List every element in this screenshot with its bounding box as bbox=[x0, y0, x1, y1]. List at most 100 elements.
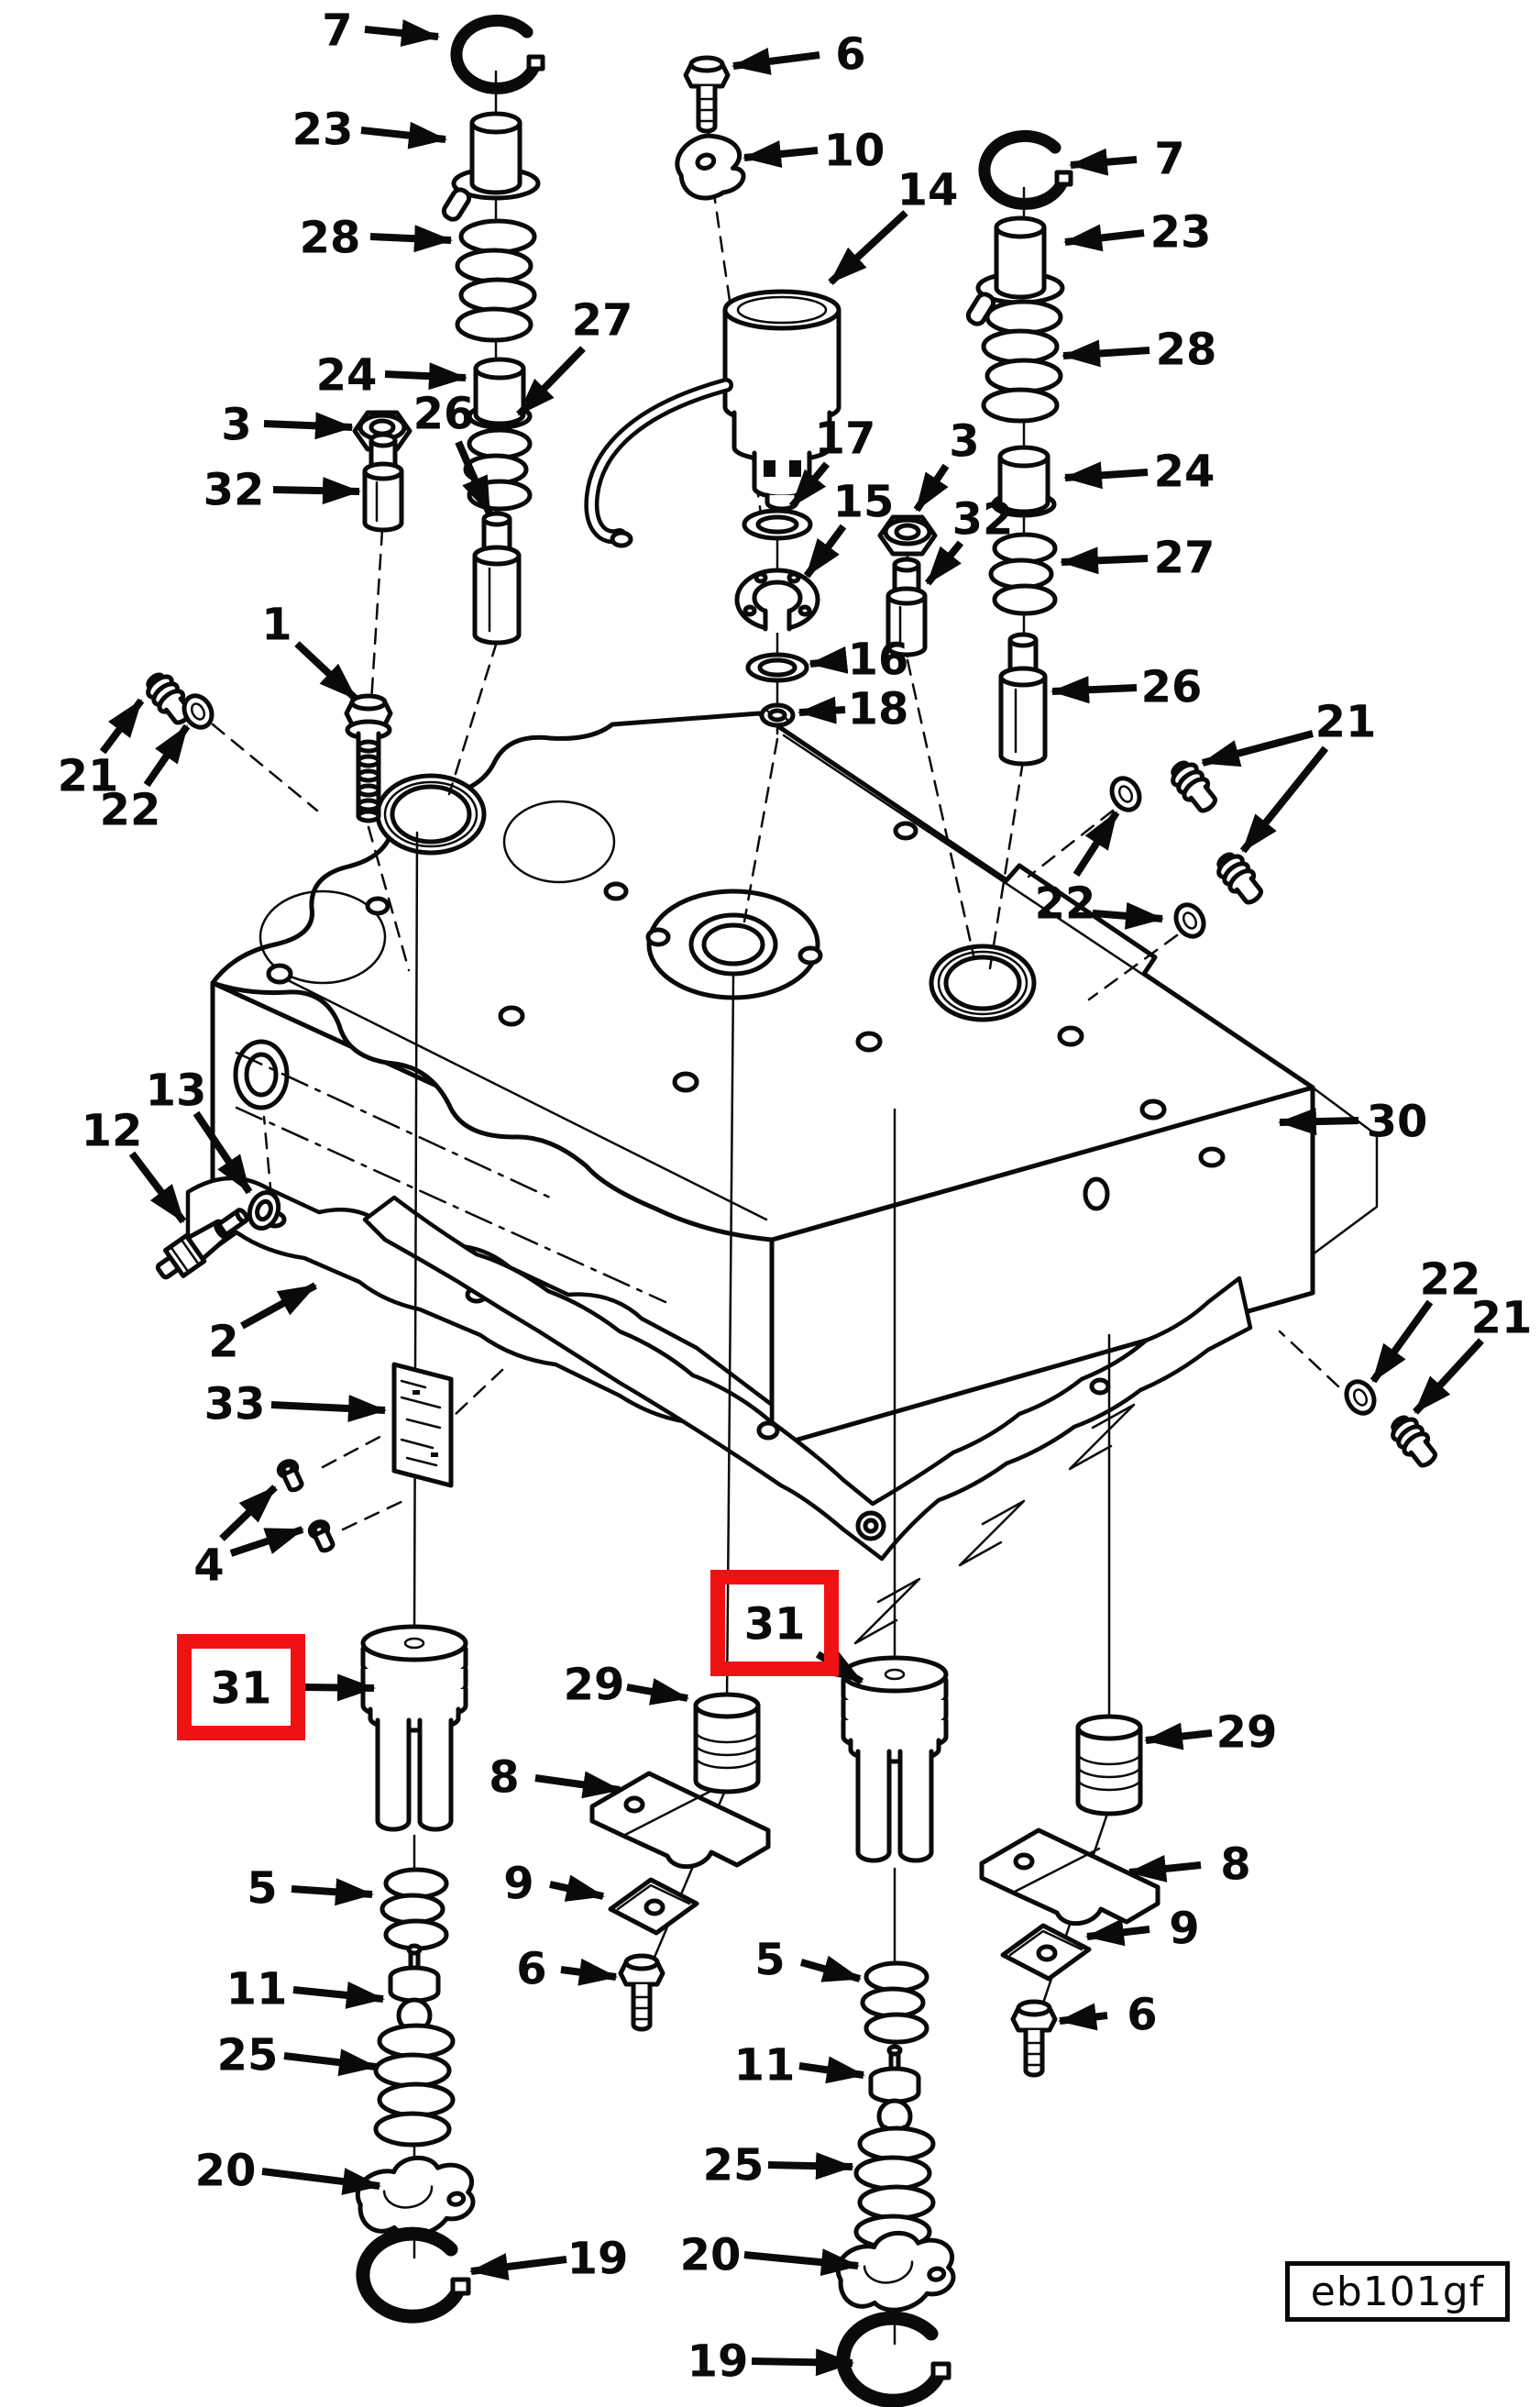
svg-text:13: 13 bbox=[146, 1065, 207, 1116]
callout-26: 26 bbox=[413, 388, 493, 515]
callout-31-highlighted: 31 bbox=[710, 1570, 864, 1685]
svg-text:16: 16 bbox=[848, 634, 909, 685]
svg-text:27: 27 bbox=[572, 294, 633, 346]
svg-text:20: 20 bbox=[195, 2145, 257, 2196]
part-14-fuel-line bbox=[584, 378, 733, 548]
callout-20: 20 bbox=[680, 2229, 860, 2280]
svg-text:3: 3 bbox=[221, 399, 251, 450]
callout-7: 7 bbox=[1069, 133, 1185, 184]
callout-24: 24 bbox=[316, 349, 468, 401]
figure-code: eb101gf bbox=[1310, 2268, 1485, 2315]
callout-18: 18 bbox=[798, 683, 909, 734]
svg-text:19: 19 bbox=[688, 2335, 749, 2387]
svg-text:22: 22 bbox=[1035, 878, 1096, 929]
svg-text:24: 24 bbox=[316, 349, 378, 401]
part-18-seal bbox=[762, 705, 793, 725]
callout-22: 22 bbox=[1035, 810, 1164, 930]
svg-text:9: 9 bbox=[1169, 1903, 1199, 1954]
callout-5: 5 bbox=[754, 1934, 862, 1985]
callout-28: 28 bbox=[1062, 324, 1217, 375]
svg-text:3: 3 bbox=[949, 415, 979, 467]
part-10-clamp-washer bbox=[671, 127, 750, 204]
callout-32: 32 bbox=[204, 464, 361, 515]
callout-29: 29 bbox=[1144, 1706, 1278, 1758]
svg-text:6: 6 bbox=[516, 1943, 546, 1994]
callout-1: 1 bbox=[261, 599, 358, 701]
svg-text:28: 28 bbox=[1156, 324, 1217, 375]
svg-text:31: 31 bbox=[744, 1598, 806, 1650]
part-11-valve-a bbox=[390, 1946, 438, 2037]
part-31-injector-sleeve-b bbox=[843, 1658, 946, 1860]
svg-text:2: 2 bbox=[208, 1316, 238, 1367]
callout-3: 3 bbox=[913, 415, 980, 513]
figure-code-box: eb101gf bbox=[1285, 2261, 1510, 2322]
part-21-fitting-right-b bbox=[1213, 849, 1267, 908]
part-24-retainer bbox=[469, 359, 530, 427]
part-7-retaining-clip-right bbox=[984, 136, 1071, 204]
part-9-plate-right bbox=[1003, 1926, 1089, 1979]
part-6-bolt-mid bbox=[621, 1956, 663, 2029]
svg-text:33: 33 bbox=[204, 1378, 266, 1430]
svg-text:14: 14 bbox=[897, 164, 959, 215]
part-11-valve-b bbox=[871, 2047, 918, 2137]
part-14-injector bbox=[725, 292, 839, 509]
callout-30: 30 bbox=[1278, 1096, 1427, 1147]
svg-text:26: 26 bbox=[1141, 661, 1203, 712]
callout-19: 19 bbox=[469, 2233, 628, 2284]
svg-text:26: 26 bbox=[413, 388, 475, 439]
callout-22: 22 bbox=[1370, 1253, 1480, 1384]
callout-32: 32 bbox=[924, 493, 1013, 586]
part-7-retaining-clip bbox=[456, 20, 543, 88]
part-21-fitting-right-a bbox=[1167, 757, 1221, 816]
svg-text:11: 11 bbox=[734, 2039, 796, 2091]
callout-31-highlighted: 31 bbox=[177, 1634, 376, 1740]
callout-6: 6 bbox=[1058, 1989, 1158, 2040]
part-head-gasket-lower bbox=[362, 1195, 1253, 1562]
callout-20: 20 bbox=[195, 2145, 381, 2196]
callout-21: 21 bbox=[1413, 1292, 1532, 1415]
svg-text:17: 17 bbox=[815, 413, 876, 464]
callout-25: 25 bbox=[703, 2139, 854, 2191]
part-19-snap-ring-b bbox=[843, 2318, 949, 2401]
callout-14: 14 bbox=[828, 164, 959, 285]
part-4-drive-screw-a bbox=[277, 1459, 306, 1493]
part-16-seal bbox=[748, 655, 807, 680]
svg-text:7: 7 bbox=[1154, 133, 1184, 184]
part-15-clamp bbox=[737, 570, 818, 633]
svg-text:23: 23 bbox=[1150, 206, 1212, 258]
callout-29: 29 bbox=[564, 1659, 689, 1710]
svg-text:29: 29 bbox=[1216, 1706, 1278, 1758]
callout-10: 10 bbox=[742, 125, 885, 176]
callout-23: 23 bbox=[292, 104, 447, 155]
callout-15: 15 bbox=[803, 476, 895, 579]
callout-4: 4 bbox=[193, 1485, 304, 1591]
callout-24: 24 bbox=[1063, 446, 1215, 497]
svg-text:31: 31 bbox=[211, 1662, 272, 1714]
callout-layer: 7232824273322612122610141715161833272328… bbox=[58, 5, 1533, 2387]
callout-17: 17 bbox=[788, 413, 876, 509]
part-26-plunger-right bbox=[1001, 635, 1045, 764]
svg-text:15: 15 bbox=[833, 476, 895, 527]
callout-23: 23 bbox=[1063, 206, 1212, 258]
svg-text:18: 18 bbox=[848, 683, 909, 734]
callout-27: 27 bbox=[516, 294, 633, 417]
callout-2: 2 bbox=[208, 1282, 317, 1367]
callout-11: 11 bbox=[226, 1963, 385, 2015]
callout-9: 9 bbox=[503, 1858, 605, 1909]
svg-text:5: 5 bbox=[247, 1862, 277, 1914]
svg-text:20: 20 bbox=[680, 2229, 742, 2280]
svg-text:11: 11 bbox=[226, 1963, 288, 2015]
callout-12: 12 bbox=[82, 1105, 187, 1224]
callout-13: 13 bbox=[146, 1065, 253, 1195]
part-6-bolt-right bbox=[1013, 2002, 1055, 2075]
callout-6: 6 bbox=[516, 1943, 618, 1994]
part-17-seal-ring bbox=[744, 511, 810, 538]
svg-text:7: 7 bbox=[322, 5, 352, 56]
part-5-spring-b bbox=[863, 1963, 927, 2042]
callout-8: 8 bbox=[1128, 1838, 1251, 1890]
callout-7: 7 bbox=[322, 5, 440, 56]
part-29-cup-mid bbox=[696, 1695, 758, 1792]
part-32-tappet bbox=[365, 435, 402, 530]
